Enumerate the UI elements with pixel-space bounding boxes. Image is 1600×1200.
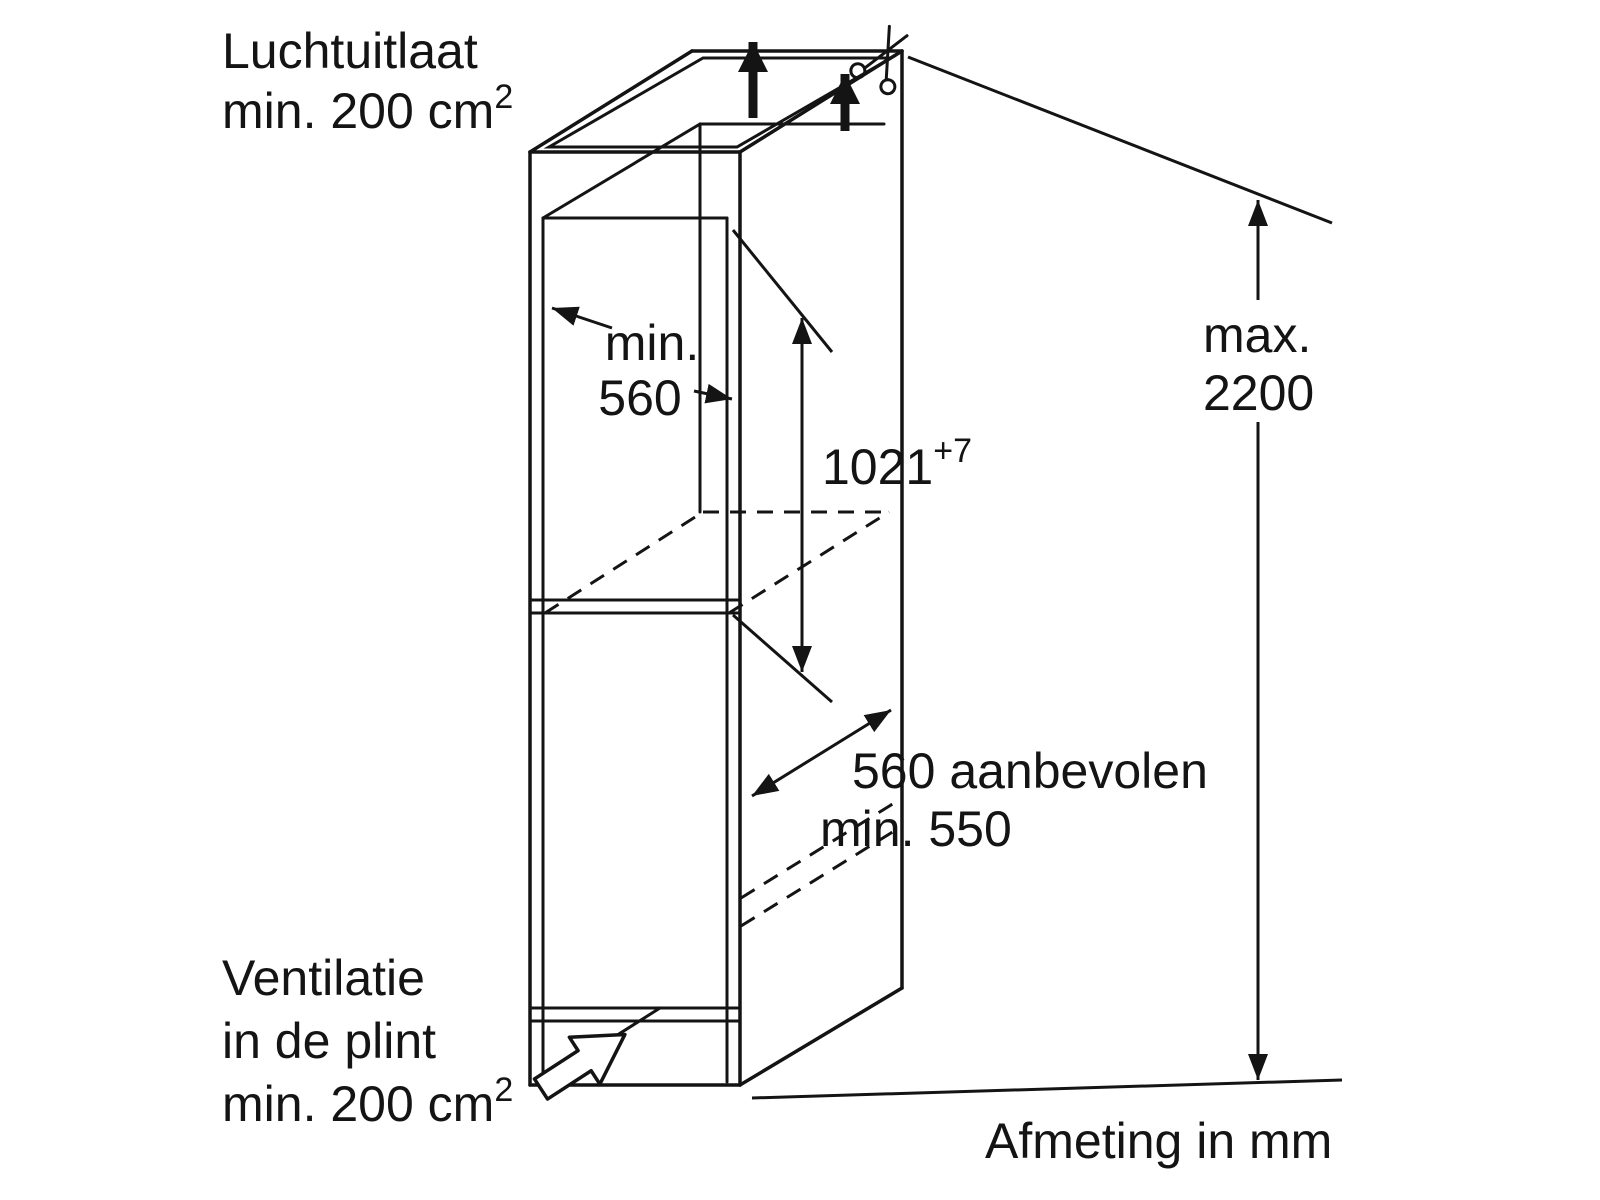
plinth-vent-line2: in de plint [222, 1013, 436, 1069]
air-outlet-arrows [738, 42, 860, 131]
plinth-vent-line1: Ventilatie [222, 950, 425, 1006]
air-outlet-line1: Luchtuitlaat [222, 23, 478, 79]
niche-height-number: 1021 [822, 439, 933, 495]
dimension-depth: 560 aanbevolen min. 550 [751, 708, 1208, 857]
top-opening-rim [543, 56, 897, 149]
plinth-vent-line3: min. 200 cm2 [222, 1071, 513, 1132]
label-air-outlet: Luchtuitlaat min. 200 cm2 [222, 23, 513, 139]
units-note: Afmeting in mm [985, 1113, 1332, 1169]
block-arrow-up-right-icon [532, 1032, 627, 1101]
air-outlet-line2-base: min. 200 cm [222, 83, 494, 139]
niche-height-value: 1021+7 [822, 432, 972, 495]
plinth-vent-line3-base: min. 200 cm [222, 1076, 494, 1132]
dimension-max-height: max. 2200 [751, 55, 1352, 1100]
max-height-value: 2200 [1203, 365, 1314, 421]
scissors-icon [849, 24, 909, 96]
depth-recommended: 560 aanbevolen [852, 743, 1208, 799]
label-background [1192, 300, 1352, 422]
niche-height-tolerance: +7 [933, 432, 972, 470]
niche-interior-edges [541, 122, 886, 514]
inner-width-value: 560 [598, 370, 681, 426]
inner-width-word: min. [605, 315, 699, 371]
air-outlet-line2-sup: 2 [494, 78, 513, 116]
cabinet-outline [528, 49, 904, 1087]
max-height-word: max. [1203, 307, 1311, 363]
divider-and-door-edges [528, 598, 742, 1084]
label-plinth-vent: Ventilatie in de plint min. 200 cm2 [222, 950, 513, 1132]
plinth-vent-line3-sup: 2 [494, 1071, 513, 1109]
air-outlet-line2: min. 200 cm2 [222, 78, 513, 139]
plinth-air-arrow [532, 1032, 627, 1101]
depth-minimum: min. 550 [820, 801, 1012, 857]
dimension-niche-height: 1021+7 [731, 229, 972, 704]
dimension-inner-width: min. 560 [551, 306, 733, 426]
hidden-shelf-edges [544, 510, 900, 928]
